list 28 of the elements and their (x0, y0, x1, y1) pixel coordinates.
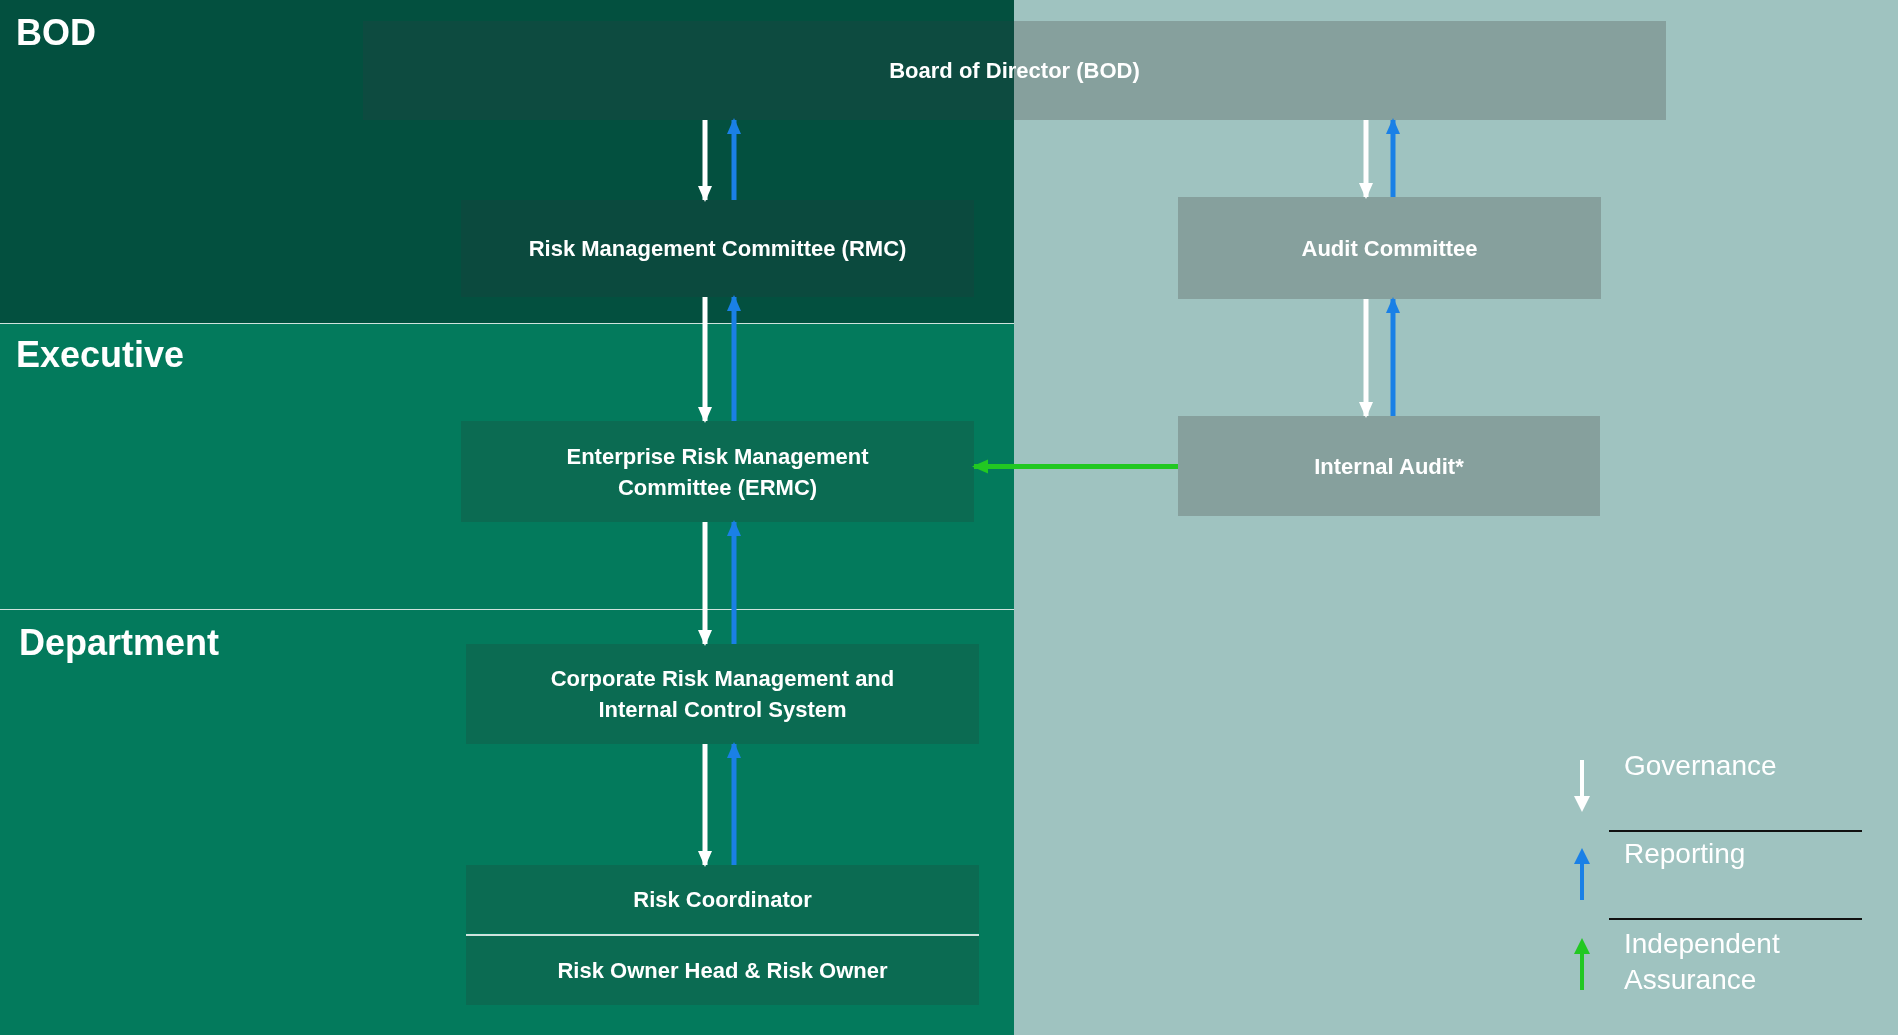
process-box: Enterprise Risk Management Committee (ERMC) (461, 421, 974, 522)
process-box: Internal Audit* (1178, 416, 1600, 516)
process-box: Risk Coordinator (466, 865, 979, 933)
arrow (698, 744, 712, 867)
arrow (1359, 120, 1373, 199)
band-background (0, 324, 1014, 609)
band-label: BOD (16, 11, 96, 55)
arrow (1359, 299, 1373, 418)
arrow (698, 297, 712, 423)
arrow (727, 118, 741, 200)
arrow (727, 295, 741, 421)
band-label: Executive (16, 333, 185, 377)
arrow (1386, 118, 1400, 197)
process-box: Audit Committee (1178, 197, 1601, 299)
legend-label: Governance (1624, 749, 1778, 783)
process-box: Risk Management Committee (RMC) (461, 200, 974, 297)
arrow (698, 120, 712, 202)
legend-label: Reporting (1624, 837, 1747, 871)
process-box: Corporate Risk Management and Internal Control System (466, 644, 979, 744)
arrow (972, 459, 1178, 474)
arrow (727, 742, 741, 865)
arrow (1386, 297, 1400, 416)
process-box: Risk Owner Head & Risk Owner (466, 936, 979, 1005)
legend-label: Independent Assurance (1624, 927, 1781, 997)
band-label: Department (19, 621, 220, 665)
arrow (698, 522, 712, 646)
band-background (0, 610, 1014, 1035)
arrow (727, 520, 741, 644)
